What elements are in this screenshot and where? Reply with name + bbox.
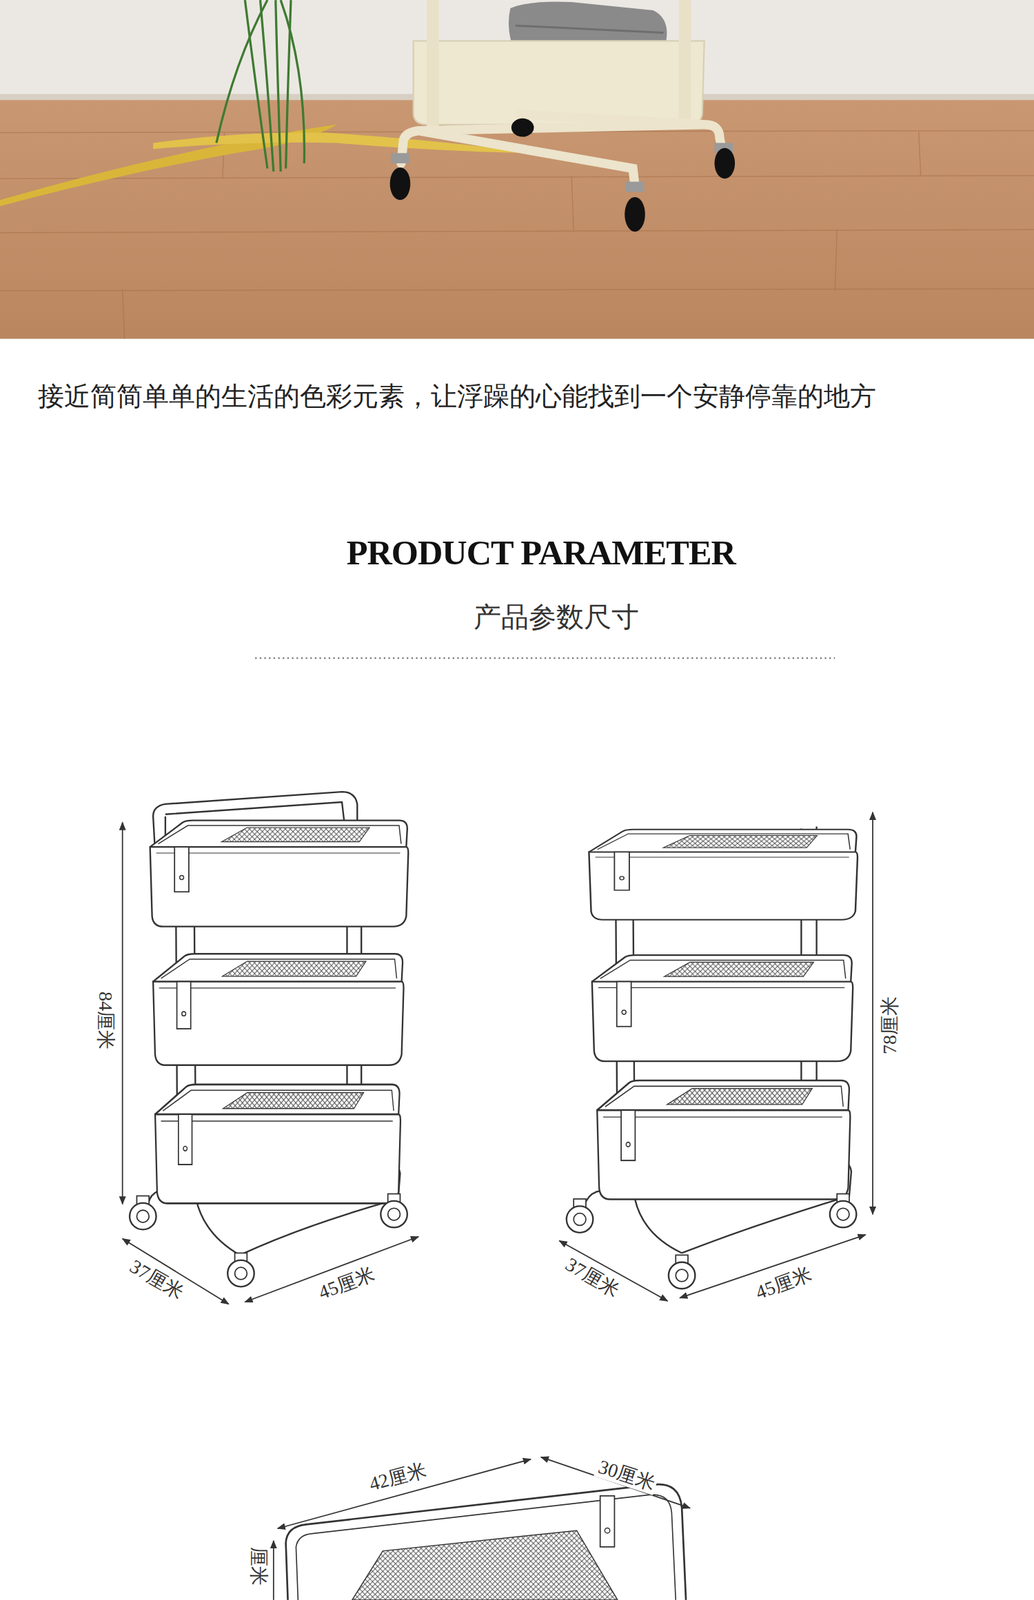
intro-paragraph: 接近简简单单的生活的色彩元素，让浮躁的心能找到一个安静停靠的地方 — [37, 370, 988, 422]
dimension-label: 45厘米 — [750, 1262, 817, 1305]
dimension-label: 42厘米 — [365, 1459, 431, 1498]
section-subtitle: 产品参数尺寸 — [471, 601, 642, 634]
dimension-label: 37厘米 — [123, 1254, 189, 1305]
dimension-label: 37厘米 — [559, 1252, 625, 1303]
dimension-label: 84厘米 — [93, 989, 116, 1052]
dimension-label: 30厘米 — [593, 1455, 660, 1497]
dimension-label: 厘米 — [246, 1545, 269, 1589]
section-title: PRODUCT PARAMETER — [344, 533, 738, 574]
dimension-label: 45厘米 — [314, 1262, 381, 1305]
dimension-label: 78厘米 — [878, 994, 901, 1057]
